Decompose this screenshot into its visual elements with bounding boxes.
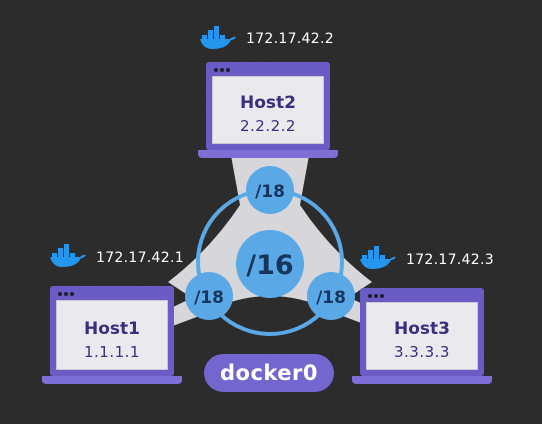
docker0-bridge-label: docker0 (204, 354, 334, 392)
window-titlebar (54, 290, 170, 299)
host2-ip: 2.2.2.2 (240, 117, 296, 135)
host2-container-ip: 172.17.42.2 (246, 31, 334, 47)
window-panel: Host3 3.3.3.3 (366, 302, 478, 370)
host3-container-ip: 172.17.42.3 (406, 252, 494, 268)
laptop-base (198, 150, 338, 158)
center-subnet-label: /16 (246, 250, 293, 281)
docker-whale-icon (360, 246, 396, 269)
laptop-screen: Host2 2.2.2.2 (206, 62, 330, 150)
docker-whale-icon (50, 244, 86, 267)
docker-whale-icon (200, 26, 236, 49)
window-titlebar (364, 292, 480, 301)
laptop-base (42, 376, 182, 384)
laptop-base (352, 376, 492, 384)
subnet-top-circle (246, 166, 294, 214)
host3-name: Host3 (394, 319, 450, 339)
host1-laptop[interactable]: Host1 1.1.1.1 (42, 286, 182, 384)
laptop-screen: Host3 3.3.3.3 (360, 288, 484, 376)
host1-ip: 1.1.1.1 (84, 343, 140, 361)
host2-laptop[interactable]: Host2 2.2.2.2 (198, 62, 338, 158)
center-subnet-circle (236, 230, 304, 298)
subnet-top-label: /18 (255, 182, 285, 202)
subnet-right-label: /18 (316, 288, 346, 308)
subnet-left-label: /18 (194, 288, 224, 308)
host3-ip: 3.3.3.3 (394, 343, 450, 361)
host1-name: Host1 (84, 319, 140, 339)
window-panel: Host1 1.1.1.1 (56, 300, 168, 370)
host3-laptop[interactable]: Host3 3.3.3.3 (352, 288, 492, 384)
host2-name: Host2 (240, 93, 296, 113)
window-titlebar (210, 66, 326, 75)
window-panel: Host2 2.2.2.2 (212, 76, 324, 144)
subnet-right-circle (307, 272, 355, 320)
host1-container-ip: 172.17.42.1 (96, 250, 184, 266)
subnet-left-circle (185, 272, 233, 320)
laptop-screen: Host1 1.1.1.1 (50, 286, 174, 376)
